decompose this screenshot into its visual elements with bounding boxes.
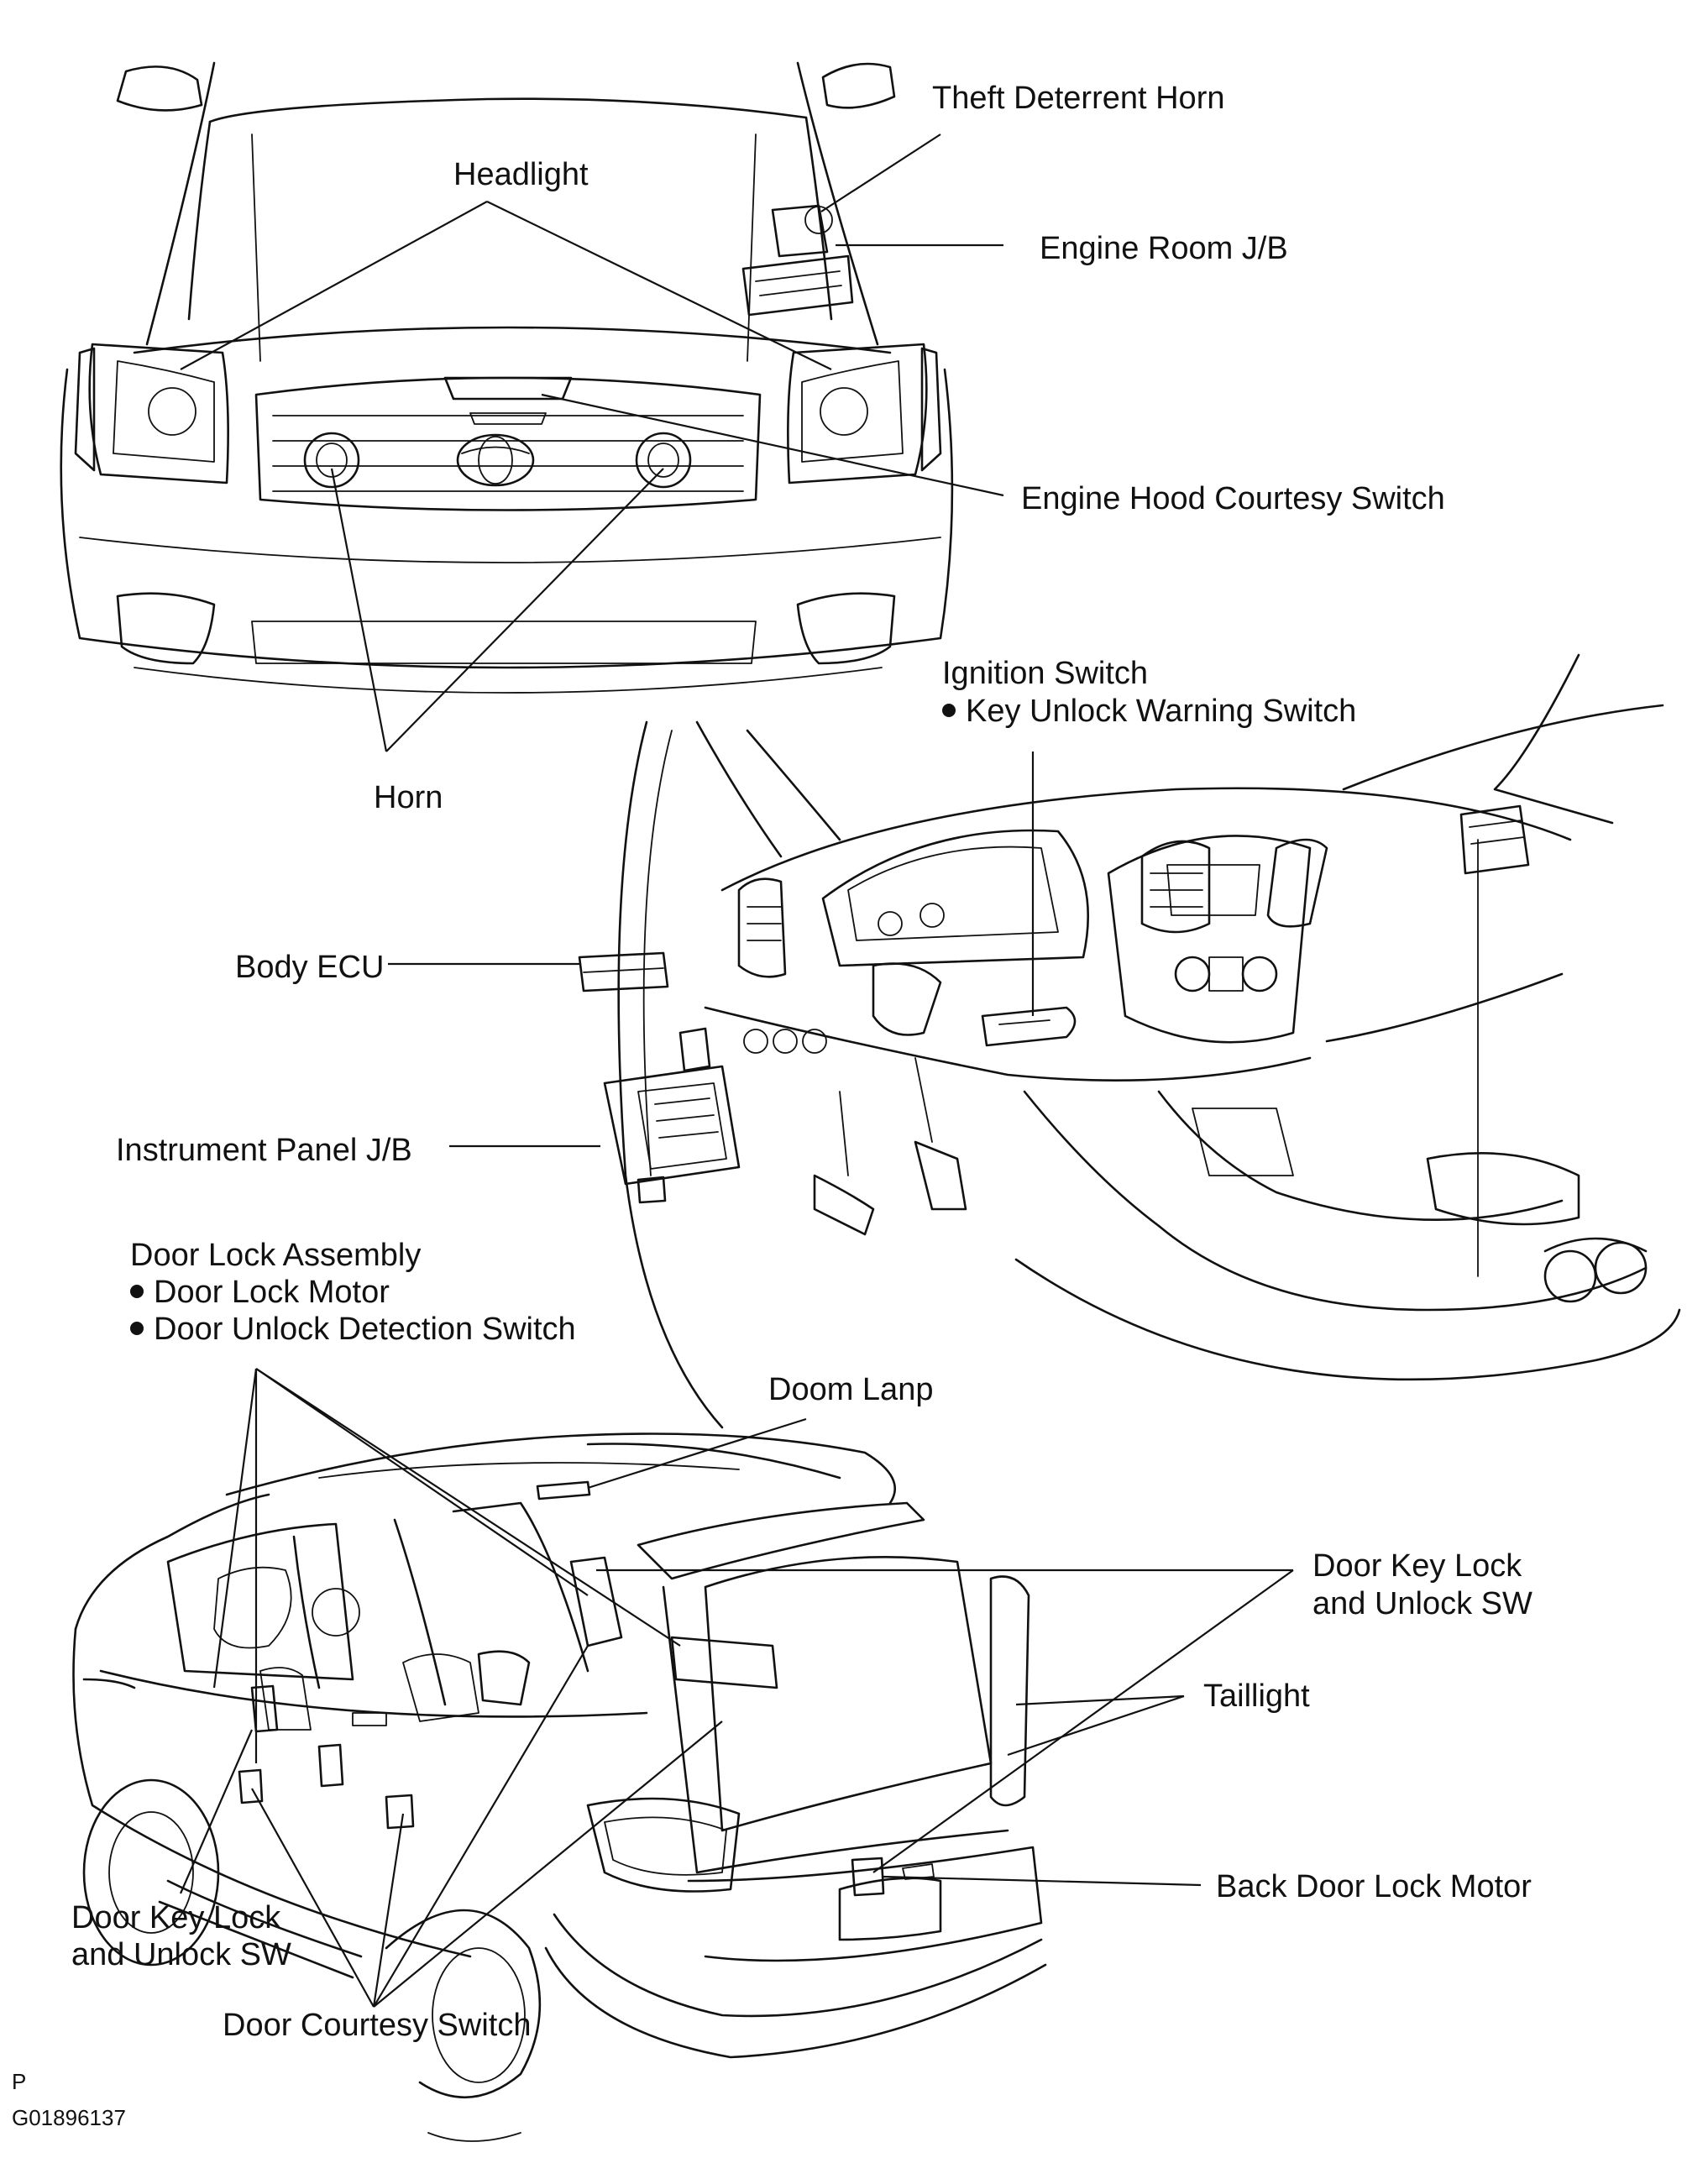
label-door-key-lock-left-line2: and Unlock SW [71, 1937, 291, 1972]
page-letter: P [12, 2069, 27, 2094]
label-engine-room-jb: Engine Room J/B [1040, 231, 1288, 266]
label-door-courtesy-switch: Door Courtesy Switch [223, 2008, 532, 2043]
label-back-door-lock-motor: Back Door Lock Motor [1216, 1869, 1532, 1904]
label-key-unlock-warning-text: Key Unlock Warning Switch [966, 694, 1357, 729]
label-doom-lamp: Doom Lanp [768, 1372, 934, 1407]
label-taillight: Taillight [1203, 1679, 1310, 1714]
bullet-icon [942, 703, 956, 717]
label-engine-hood-courtesy-switch: Engine Hood Courtesy Switch [1021, 481, 1445, 516]
rear-vehicle-view [72, 1432, 1047, 2142]
bullet-icon [130, 1321, 144, 1335]
label-key-unlock-warning-switch: Key Unlock Warning Switch [942, 693, 1356, 730]
label-door-key-lock-left-line1: Door Key Lock [71, 1900, 281, 1935]
leader-lines [179, 134, 1294, 2008]
label-door-lock-assembly: Door Lock Assembly [130, 1238, 422, 1273]
front-vehicle-view [60, 61, 954, 694]
label-horn: Horn [374, 780, 443, 815]
label-theft-deterrent-horn: Theft Deterrent Horn [932, 81, 1225, 116]
label-door-unlock-detection-text: Door Unlock Detection Switch [154, 1312, 576, 1347]
label-door-key-lock-right-line1: Door Key Lock [1312, 1548, 1522, 1584]
label-door-lock-motor-text: Door Lock Motor [154, 1275, 390, 1310]
label-door-lock-motor: Door Lock Motor [130, 1274, 390, 1311]
instrument-panel-view [578, 653, 1681, 1429]
label-instrument-panel-jb: Instrument Panel J/B [116, 1133, 412, 1168]
bullet-icon [130, 1284, 144, 1298]
figure-code: G01896137 [12, 2105, 126, 2130]
label-headlight: Headlight [453, 157, 589, 192]
label-door-key-lock-right-line2: and Unlock SW [1312, 1586, 1532, 1621]
label-body-ecu: Body ECU [235, 950, 385, 985]
label-ignition-switch: Ignition Switch [942, 656, 1149, 691]
label-door-unlock-detection-switch: Door Unlock Detection Switch [130, 1311, 576, 1348]
